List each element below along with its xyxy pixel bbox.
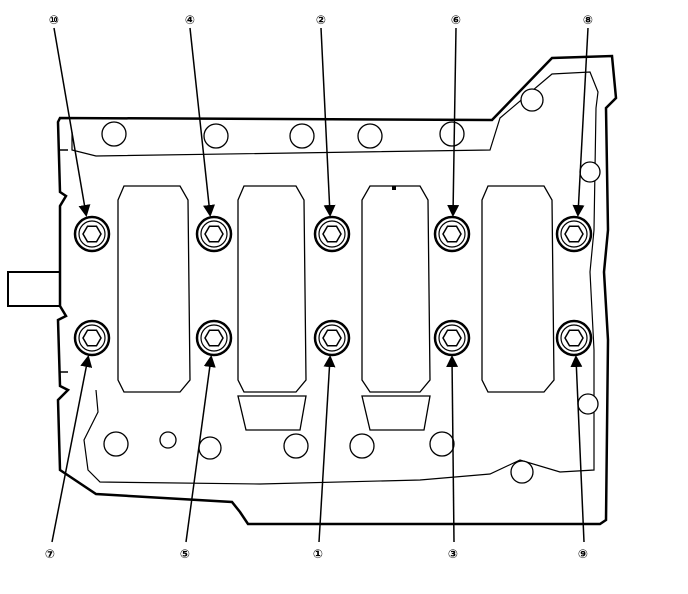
callout-label-bottom-3: ① bbox=[313, 547, 323, 561]
leader-arrows-top bbox=[53, 27, 589, 217]
bolt-lower-col-1 bbox=[73, 319, 111, 357]
upper-holes bbox=[101, 88, 601, 183]
bolt-lower-col-3 bbox=[313, 319, 351, 357]
bolt-lower-col-5 bbox=[555, 319, 593, 357]
left-ticks bbox=[60, 149, 68, 373]
callout-label-top-2: ④ bbox=[185, 13, 195, 27]
callouts-top: ⑩ ④ ② ⑥ ⑧ bbox=[49, 13, 593, 27]
bolt-upper-col-4 bbox=[433, 215, 471, 253]
bolts-upper-row bbox=[73, 215, 593, 253]
callout-label-top-4: ⑥ bbox=[451, 13, 461, 27]
callout-label-bottom-1: ⑦ bbox=[45, 547, 55, 561]
bearing-windows bbox=[117, 185, 555, 431]
callout-label-bottom-2: ⑤ bbox=[180, 547, 190, 561]
callout-label-top-3: ② bbox=[316, 13, 326, 27]
bolt-lower-col-2 bbox=[195, 319, 233, 357]
callout-label-top-1: ⑩ bbox=[49, 13, 59, 27]
shaft-stub bbox=[7, 271, 67, 307]
leader-arrows-bottom bbox=[51, 355, 585, 543]
marker-dot bbox=[392, 186, 396, 190]
bolt-upper-col-3 bbox=[313, 215, 351, 253]
callout-label-bottom-5: ⑨ bbox=[578, 547, 588, 561]
bolt-upper-col-5 bbox=[555, 215, 593, 253]
callout-label-bottom-4: ③ bbox=[448, 547, 458, 561]
block-outline bbox=[56, 54, 618, 526]
bolts-lower-row bbox=[73, 319, 593, 357]
bolt-upper-col-2 bbox=[195, 215, 233, 253]
callout-label-top-5: ⑧ bbox=[583, 13, 593, 27]
bolt-upper-col-1 bbox=[73, 215, 111, 253]
bolt-lower-col-4 bbox=[433, 319, 471, 357]
flange-line bbox=[71, 71, 599, 485]
callouts-bottom: ⑦ ⑤ ① ③ ⑨ bbox=[45, 547, 588, 561]
lower-holes bbox=[103, 393, 599, 484]
